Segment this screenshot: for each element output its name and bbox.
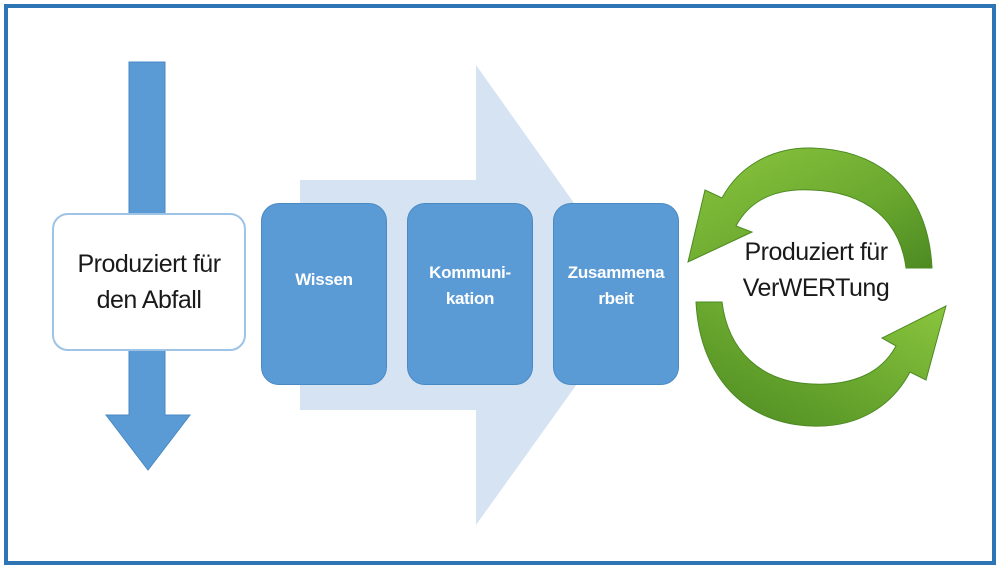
recycling-production-label: Produziert für VerWERTung bbox=[742, 238, 890, 302]
waste-production-label: Produziert für den Abfall bbox=[77, 250, 221, 314]
recycle-cycle-icon bbox=[687, 147, 947, 427]
step-label: Wissen bbox=[295, 270, 353, 289]
waste-production-box: Produziert für den Abfall bbox=[52, 213, 246, 351]
step-box-zusammenarbeit: Zusammena rbeit bbox=[553, 203, 679, 385]
recycling-production-label-wrap: Produziert für VerWERTung bbox=[728, 234, 904, 306]
step-label: Kommuni- kation bbox=[429, 263, 511, 308]
step-label: Zusammena rbeit bbox=[567, 263, 665, 308]
step-box-wissen: Wissen bbox=[261, 203, 387, 385]
step-box-kommunikation: Kommuni- kation bbox=[407, 203, 533, 385]
